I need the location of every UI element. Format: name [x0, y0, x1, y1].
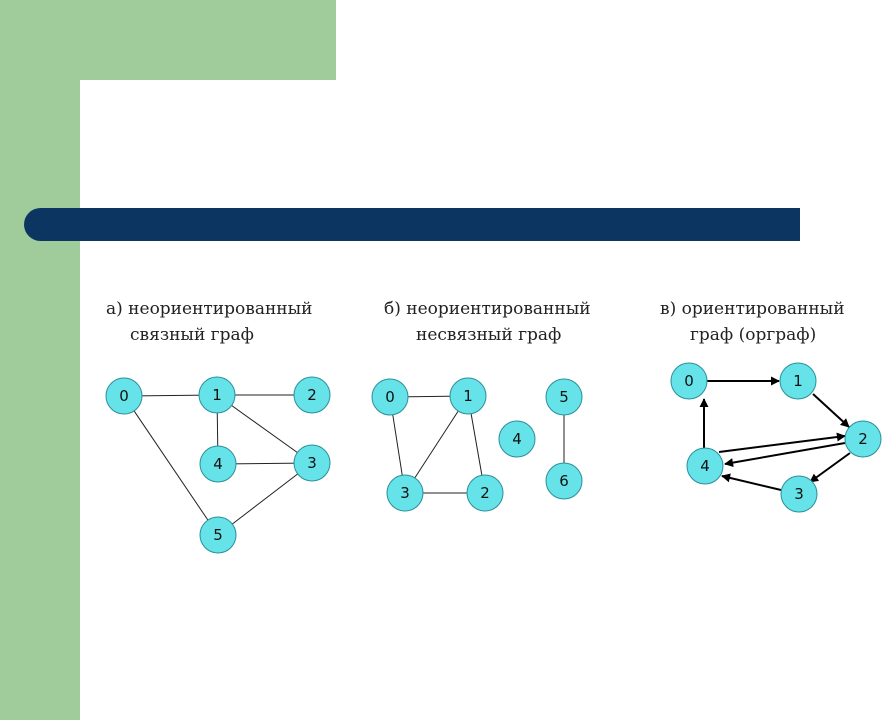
caption-c-line1: в) ориентированный — [660, 299, 845, 319]
svg-text:5: 5 — [213, 526, 223, 544]
graph-c-node-1: 1 — [779, 362, 817, 400]
graph-c: 0 1 2 3 4 — [670, 362, 882, 513]
svg-text:2: 2 — [307, 386, 317, 404]
graph-c-node-0: 0 — [670, 362, 708, 400]
caption-c-line2: граф (орграф) — [690, 325, 817, 345]
arc-c-4-2 — [718, 432, 846, 453]
arc-c-1-2 — [812, 393, 850, 428]
graph-c-node-4: 4 — [686, 447, 724, 485]
arc-c-3-4 — [721, 473, 782, 491]
svg-text:2: 2 — [480, 484, 490, 502]
edge-a-1-3 — [216, 394, 313, 464]
graph-b-node-1: 1 — [449, 377, 487, 415]
caption-b-line2: несвязный граф — [416, 325, 562, 345]
graph-a-node-5: 5 — [199, 516, 237, 554]
graph-a: 0 1 2 3 4 5 — [105, 376, 331, 554]
svg-text:2: 2 — [858, 430, 868, 448]
graph-b-node-5: 5 — [545, 378, 583, 416]
svg-text:0: 0 — [385, 388, 395, 406]
svg-text:0: 0 — [684, 372, 694, 390]
caption-b-line1: б) неориентированный — [384, 299, 591, 319]
svg-text:5: 5 — [559, 388, 569, 406]
graph-b-node-2: 2 — [466, 474, 504, 512]
edge-a-3-5 — [217, 462, 313, 536]
graph-a-node-2: 2 — [293, 376, 331, 414]
graph-a-node-4: 4 — [199, 445, 237, 483]
graph-b: 0 1 2 3 4 5 6 — [371, 377, 583, 512]
top-green-band — [0, 0, 336, 80]
arc-c-2-4 — [724, 442, 846, 468]
graph-b-node-0: 0 — [371, 378, 409, 416]
title-accent-bar — [24, 208, 800, 241]
left-green-band — [0, 0, 80, 720]
svg-text:4: 4 — [512, 430, 522, 448]
arc-c-2-3 — [809, 452, 851, 483]
graph-a-node-3: 3 — [293, 444, 331, 482]
caption-a-line1: а) неориентированный — [106, 299, 313, 319]
svg-text:3: 3 — [794, 485, 804, 503]
svg-text:1: 1 — [212, 386, 222, 404]
edge-b-1-3 — [404, 395, 469, 494]
svg-text:3: 3 — [400, 484, 410, 502]
graph-b-node-4: 4 — [498, 420, 536, 458]
svg-text:4: 4 — [700, 457, 710, 475]
svg-text:1: 1 — [463, 387, 473, 405]
edge-a-0-5 — [123, 395, 219, 536]
graph-b-node-6: 6 — [545, 462, 583, 500]
graph-a-node-0: 0 — [105, 377, 143, 415]
svg-text:3: 3 — [307, 454, 317, 472]
caption-a-line2: связный граф — [130, 325, 254, 345]
svg-text:4: 4 — [213, 455, 223, 473]
svg-text:1: 1 — [793, 372, 803, 390]
graph-a-node-1: 1 — [198, 376, 236, 414]
graph-c-node-2: 2 — [844, 420, 882, 458]
graph-c-node-3: 3 — [780, 475, 818, 513]
svg-text:6: 6 — [559, 472, 569, 490]
svg-text:0: 0 — [119, 387, 129, 405]
graph-b-node-3: 3 — [386, 474, 424, 512]
